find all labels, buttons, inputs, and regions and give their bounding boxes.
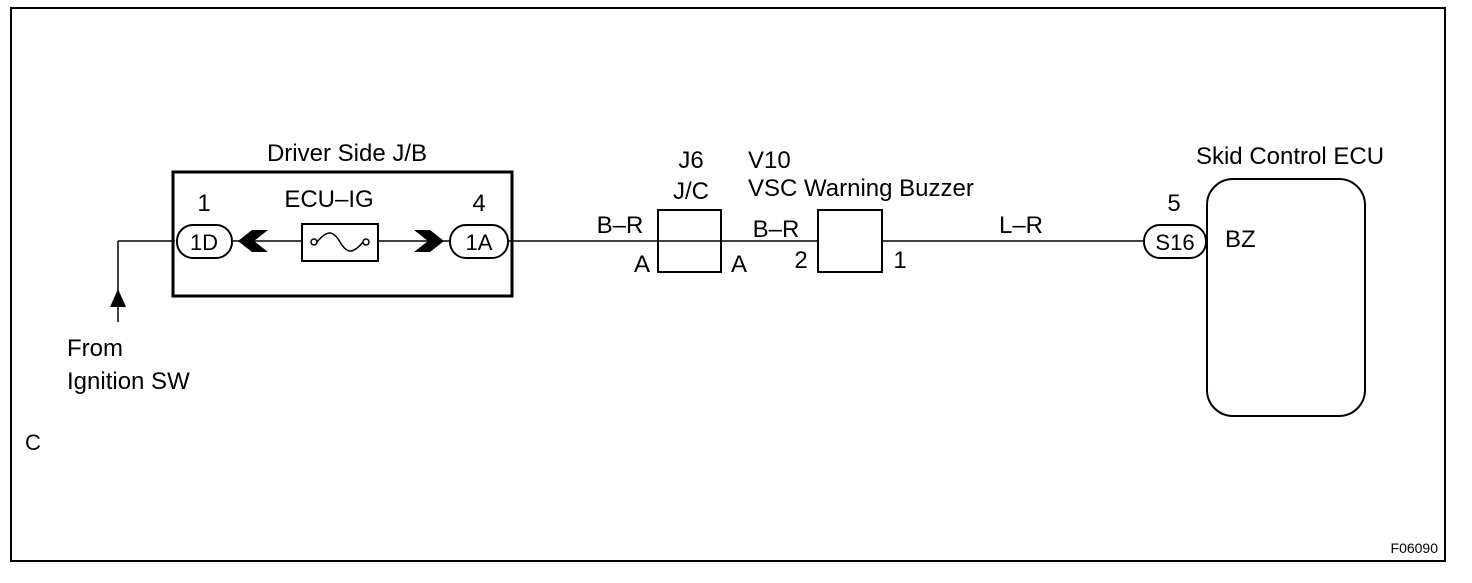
connector-1d-label: 1D [190,230,218,255]
buzzer-pin-in: 2 [794,247,807,274]
corner-letter: C [25,430,41,455]
figure-code: F06090 [1391,540,1439,556]
jb-right-pin: 4 [472,190,485,217]
wire-buzzer-to-ecu-color: L–R [999,212,1043,239]
ecu-terminal: BZ [1225,226,1256,253]
jc-left-terminal: A [634,251,650,278]
junction-connector: J6 J/C A A [634,147,747,278]
jb-title: Driver Side J/B [267,140,427,167]
fuse-label: ECU–IG [284,186,373,213]
jb-left-pin: 1 [197,190,210,217]
ecu-box [1206,178,1366,417]
skid-control-ecu: Skid Control ECU 5 S16 BZ [1143,143,1384,417]
jc-name: J/C [673,178,709,205]
ecu-pin: 5 [1167,190,1180,217]
wire-jc-to-buzzer-color: B–R [753,216,800,243]
jc-code: J6 [678,147,703,174]
wire-jb-to-jc-color: B–R [597,212,644,239]
buzzer-name: VSC Warning Buzzer [748,175,974,202]
right-terminal-chevron-icon [414,230,444,252]
buzzer-box [817,209,883,273]
jb-box [171,170,514,298]
source-label-line2: Ignition SW [67,368,190,395]
source-label-line1: From [67,335,123,362]
buzzer-code: V10 [748,147,791,174]
connector-1a-label: 1A [466,230,493,255]
connector-s16 [1143,224,1207,259]
source-arrow-icon [110,289,126,307]
diagram-frame [10,7,1446,562]
jc-right-terminal: A [731,251,747,278]
connector-s16-label: S16 [1155,230,1194,255]
fuse-icon [310,232,370,252]
warning-buzzer: V10 VSC Warning Buzzer 2 1 [748,147,974,274]
ecu-name: Skid Control ECU [1196,143,1384,170]
ignition-source: From Ignition SW [67,240,190,395]
junction-block: Driver Side J/B 1 1D ECU–IG 4 1A [171,140,514,298]
buzzer-pin-out: 1 [893,247,906,274]
